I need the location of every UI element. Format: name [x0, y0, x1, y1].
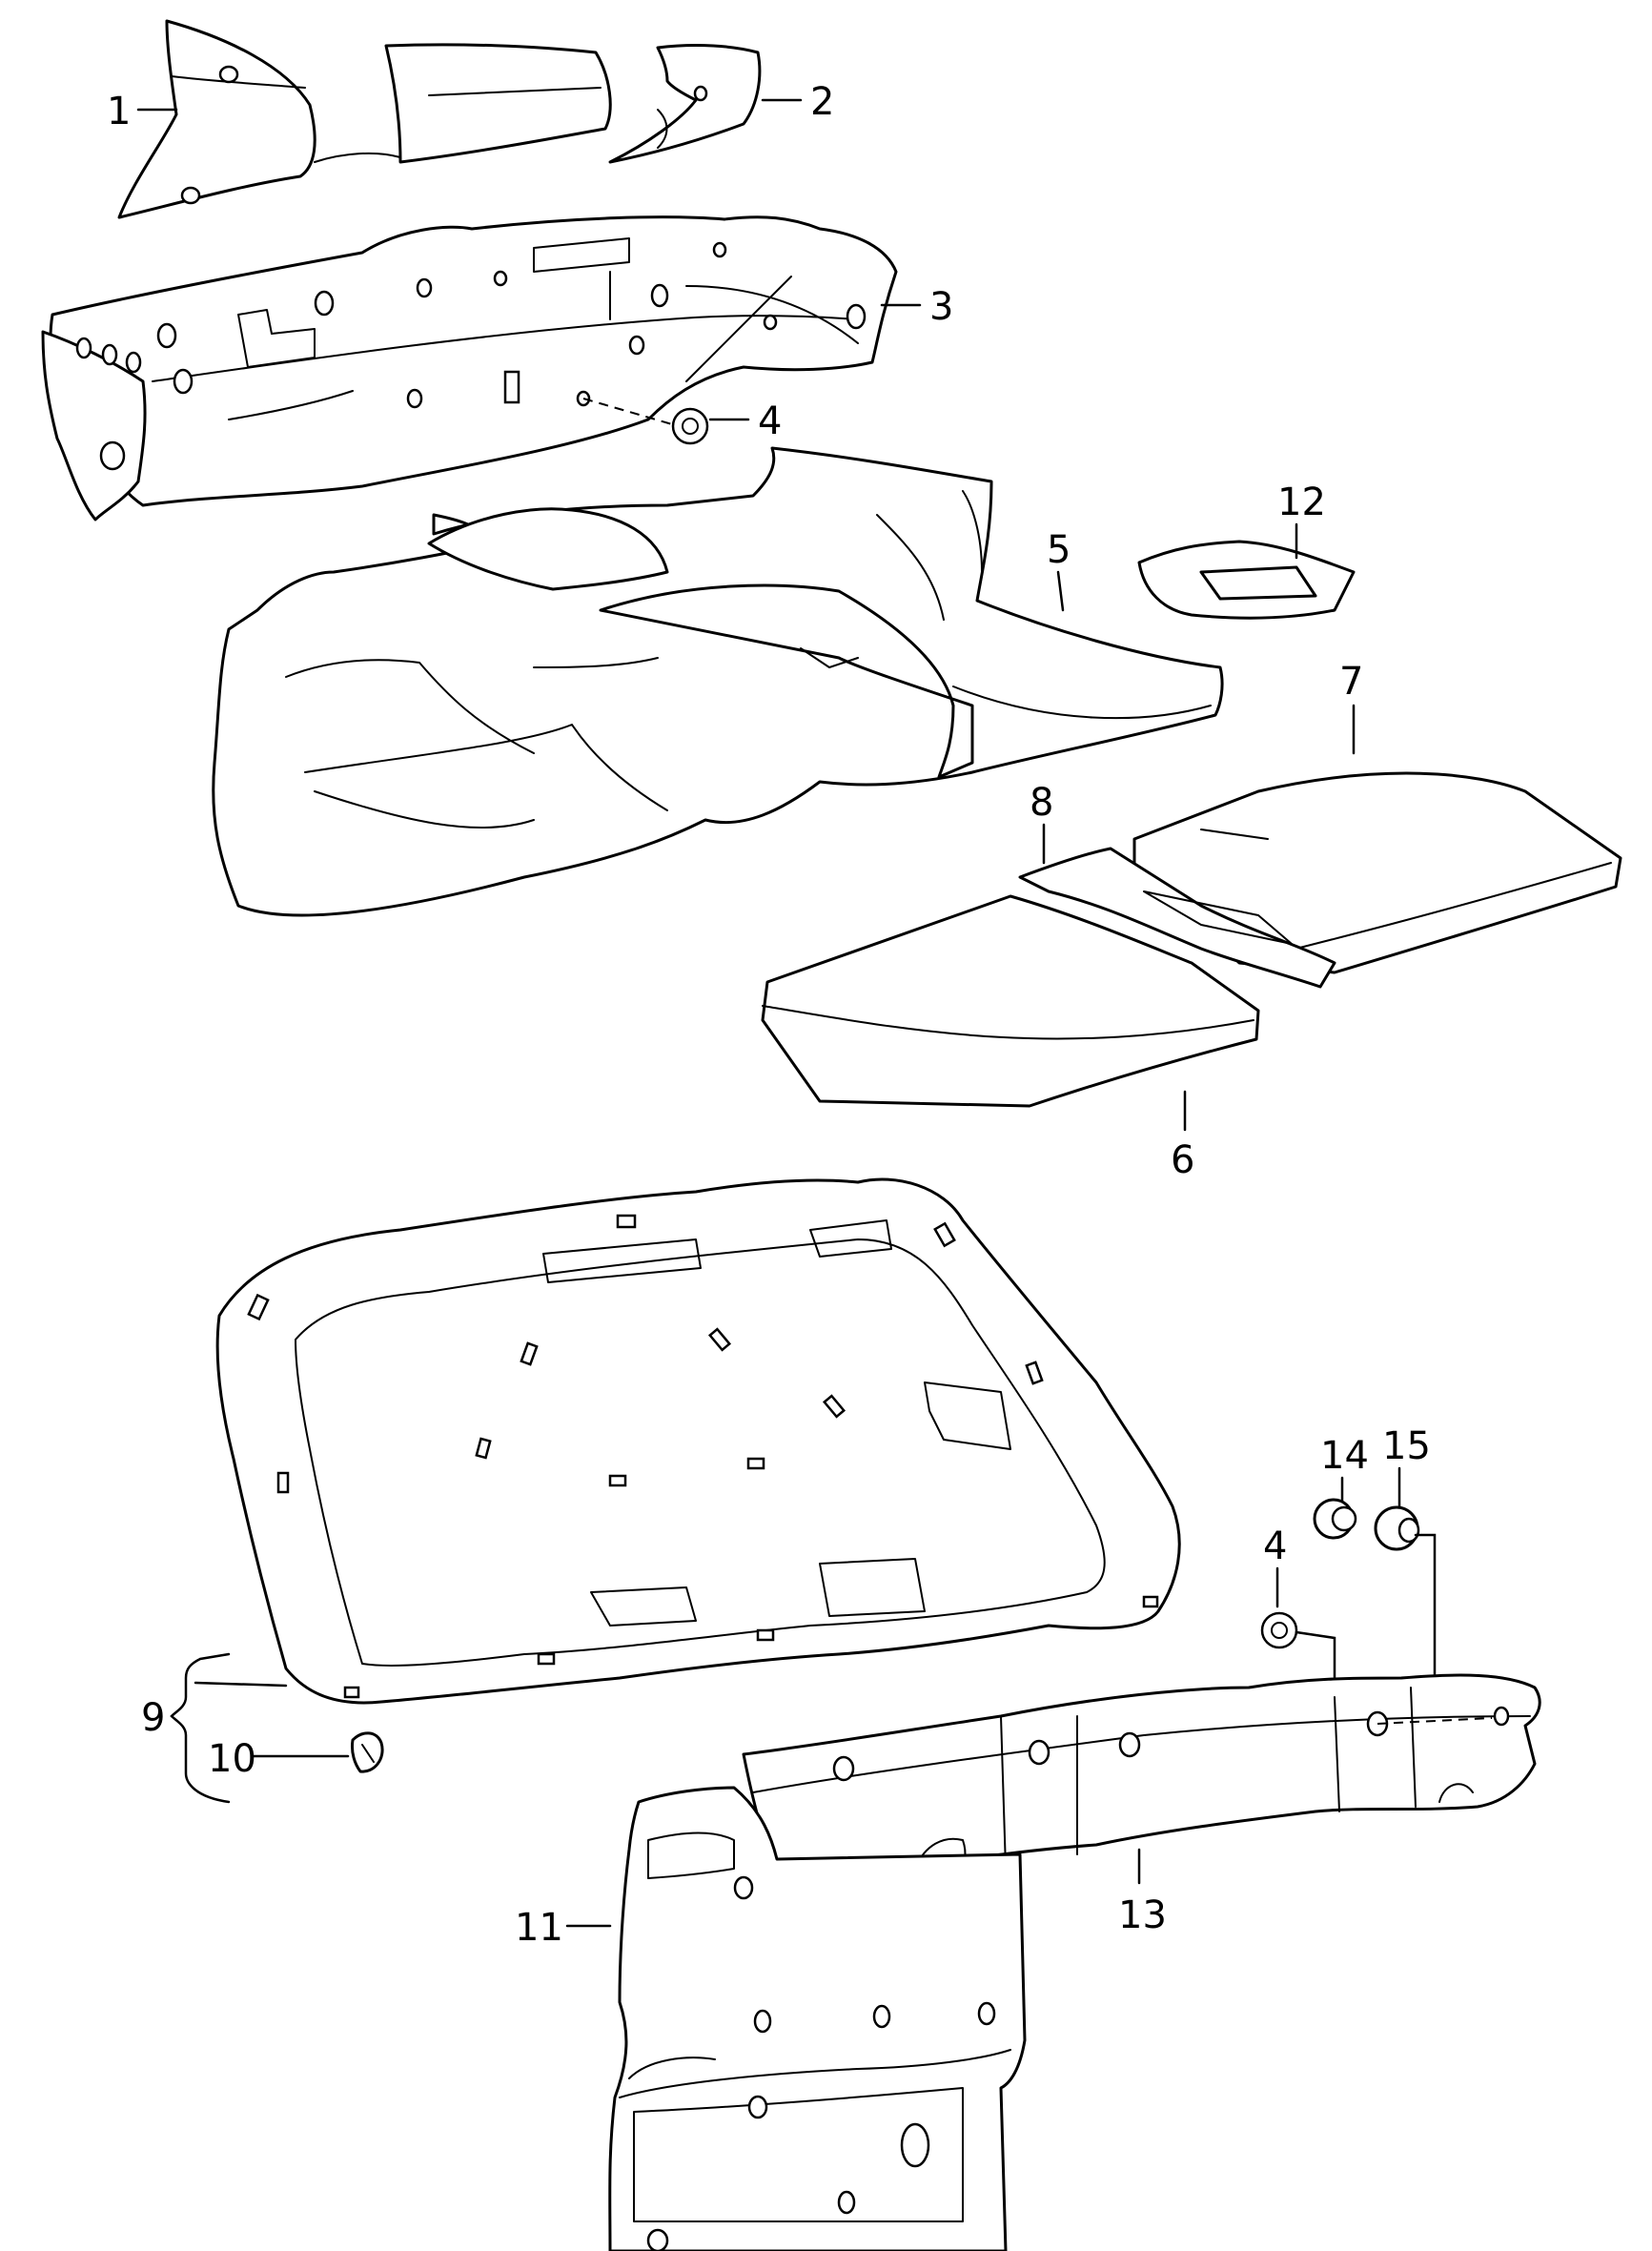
callout-11: 11 [515, 1906, 563, 1950]
callout-15: 15 [1382, 1424, 1431, 1468]
callout-4-lower: 4 [1263, 1525, 1287, 1568]
part-8-center-mat [1018, 847, 1336, 989]
part-6-floor-mat [761, 894, 1260, 1108]
part-15-grommet [1374, 1505, 1420, 1551]
callout-12: 12 [1277, 481, 1326, 524]
callout-1: 1 [107, 90, 131, 133]
callout-8: 8 [1030, 781, 1053, 825]
leader-9-brace [170, 1652, 231, 1804]
part-5-floor-carpet [212, 446, 1224, 917]
leader-9 [194, 1681, 288, 1688]
callout-7: 7 [1339, 660, 1363, 704]
part-2-insulation-pad [608, 44, 762, 164]
part-10-clip [351, 1731, 384, 1773]
callout-2: 2 [810, 80, 834, 124]
leader-5 [1056, 570, 1065, 612]
callout-labels: 1 2 3 4 5 6 7 8 9 10 11 12 13 4 14 15 [107, 80, 1431, 1950]
part-9-headliner [215, 1177, 1181, 1705]
callout-10: 10 [208, 1737, 256, 1781]
part-1-insulation-pad [117, 19, 612, 219]
part-14-nut [1313, 1498, 1357, 1540]
callout-9: 9 [141, 1696, 165, 1740]
part-4-clip-lower [1260, 1533, 1437, 1689]
callout-6: 6 [1171, 1138, 1194, 1182]
part-11-side-trim [608, 1786, 1027, 2251]
part-4-clip-upper [582, 398, 709, 445]
callout-4-upper: 4 [758, 399, 782, 443]
callout-13: 13 [1118, 1893, 1167, 1937]
part-12-sound-pad [1137, 540, 1356, 620]
callout-5: 5 [1047, 528, 1071, 572]
callout-3: 3 [929, 285, 953, 329]
part-3-bulkhead-insulation [41, 215, 898, 522]
callout-14: 14 [1320, 1434, 1369, 1478]
leader-lines [136, 98, 1401, 1928]
